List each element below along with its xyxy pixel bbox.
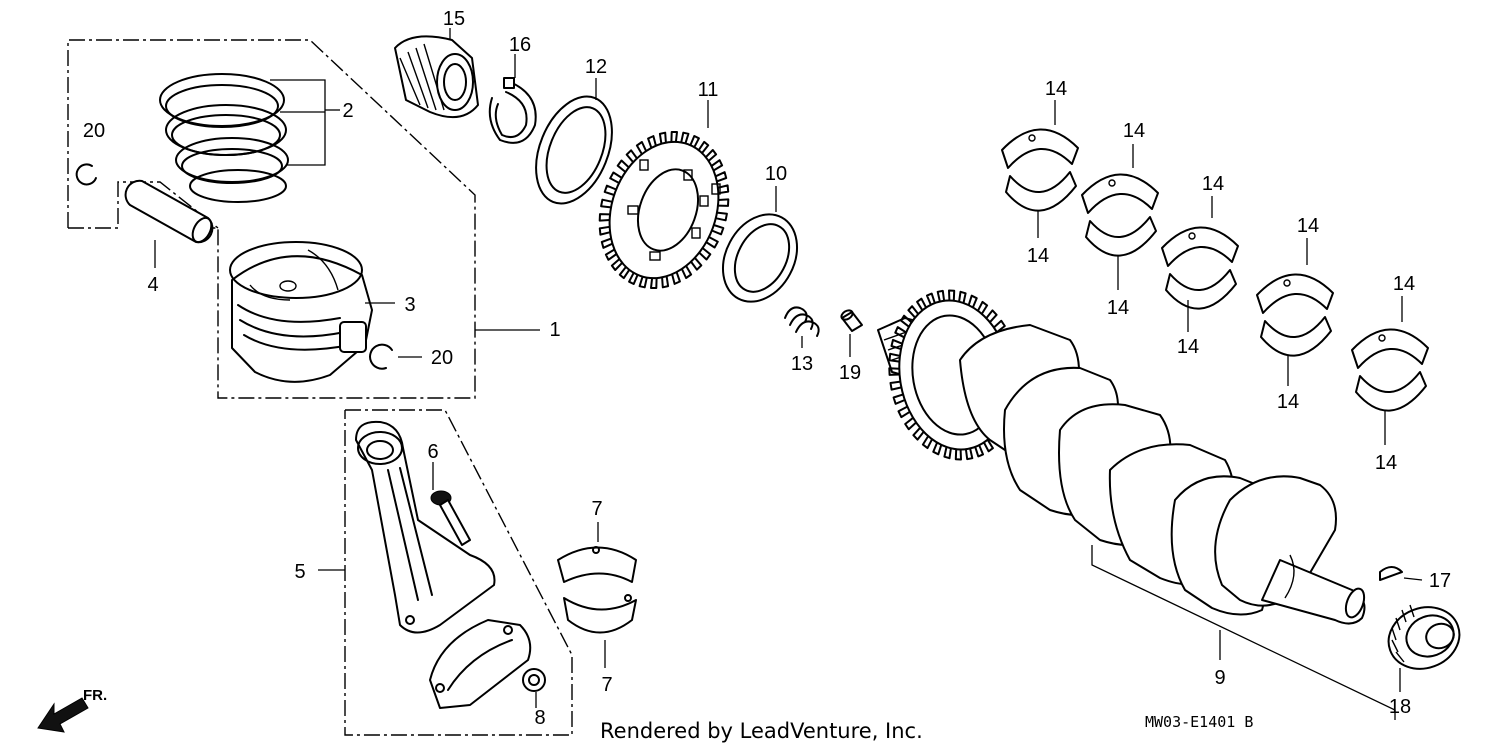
- snap-ring: [488, 54, 537, 144]
- callout-4: 4: [147, 274, 158, 296]
- main-bearing-lower-4: [1260, 316, 1332, 357]
- callout-20-lower: 20: [431, 347, 453, 369]
- piston-pin: [124, 179, 214, 268]
- main-bearing-upper-3: [1161, 226, 1239, 267]
- main-bearing-lower-1: [1005, 171, 1077, 212]
- callout-17: 17: [1429, 570, 1451, 592]
- main-bearing-oil-hole-4: [1283, 279, 1291, 287]
- callout-19: 19: [839, 362, 861, 384]
- main-bearing-leads: [1037, 100, 1403, 445]
- spacer-ring: [722, 186, 798, 303]
- main-bearings: [1001, 128, 1429, 412]
- connecting-rod-bolt: [430, 462, 471, 546]
- needle-bearing: [394, 28, 479, 119]
- callout-20-upper: 20: [83, 120, 105, 142]
- callout-14-h: 14: [1277, 391, 1299, 413]
- callout-5: 5: [294, 561, 305, 583]
- thrust-washer: [535, 78, 613, 205]
- piston-pin-clip-lower: [369, 343, 393, 370]
- connecting-rod-bracket: [318, 409, 573, 736]
- callout-14-g: 14: [1297, 215, 1319, 237]
- callout-14-j: 14: [1375, 452, 1397, 474]
- main-bearing-lower-3: [1165, 269, 1237, 310]
- callout-18: 18: [1389, 696, 1411, 718]
- callout-3: 3: [404, 294, 415, 316]
- callout-10: 10: [765, 163, 787, 185]
- connecting-rod: [355, 420, 532, 709]
- callout-9: 9: [1214, 667, 1225, 689]
- main-bearing-lower-2: [1085, 216, 1157, 257]
- callout-1: 1: [549, 319, 560, 341]
- callout-11: 11: [698, 79, 719, 101]
- callout-14-e: 14: [1202, 173, 1224, 195]
- callout-2: 2: [342, 100, 353, 122]
- main-bearing-upper-2: [1081, 173, 1159, 214]
- piston-rings: [159, 73, 340, 203]
- callout-14-a: 14: [1045, 78, 1067, 100]
- callout-13: 13: [791, 353, 813, 375]
- diagram-code: MW03-E1401 B: [1145, 713, 1253, 731]
- callout-14-i: 14: [1393, 273, 1415, 295]
- callout-14-c: 14: [1123, 120, 1145, 142]
- callout-numbers: 1 2 3 4 5 6 7 7 8 9 10 11 12 13 14 14 14…: [83, 8, 1451, 729]
- callout-7-upper: 7: [591, 498, 602, 520]
- main-bearing-oil-hole-1: [1028, 134, 1036, 142]
- callout-14-b: 14: [1027, 245, 1049, 267]
- crankshaft: [877, 289, 1396, 720]
- main-bearing-upper-4: [1256, 273, 1334, 314]
- timing-gear-teeth: [598, 131, 730, 289]
- end-bearing-gear: [1387, 604, 1461, 692]
- main-bearing-upper-5: [1351, 328, 1429, 369]
- main-bearing-oil-hole-5: [1378, 334, 1386, 342]
- main-bearing-oil-hole-3: [1188, 232, 1196, 240]
- front-label: FR.: [83, 687, 107, 704]
- woodruff-key: [1379, 566, 1423, 581]
- piston: [229, 241, 395, 383]
- main-bearing-upper-1: [1001, 128, 1079, 169]
- callout-7-lower: 7: [601, 674, 612, 696]
- callout-14-d: 14: [1107, 297, 1129, 319]
- connecting-rod-bearings: [557, 522, 637, 668]
- render-credit: Rendered by LeadVenture, Inc.: [600, 719, 923, 743]
- callout-6: 6: [427, 441, 438, 463]
- main-bearing-lower-5: [1355, 371, 1427, 412]
- dowel-pin: [840, 309, 863, 357]
- callout-14-f: 14: [1177, 336, 1199, 358]
- spring: [784, 306, 820, 348]
- front-direction-arrow: FR.: [37, 687, 107, 733]
- callout-16: 16: [509, 34, 531, 56]
- callout-15: 15: [443, 8, 465, 30]
- connecting-rod-nut: [522, 668, 546, 708]
- callout-12: 12: [585, 56, 607, 78]
- piston-pin-clip-upper: [75, 163, 97, 186]
- timing-gear: [598, 100, 730, 289]
- callout-8: 8: [534, 707, 545, 729]
- main-bearing-oil-hole-2: [1108, 179, 1116, 187]
- piston-group-bracket: [67, 39, 540, 399]
